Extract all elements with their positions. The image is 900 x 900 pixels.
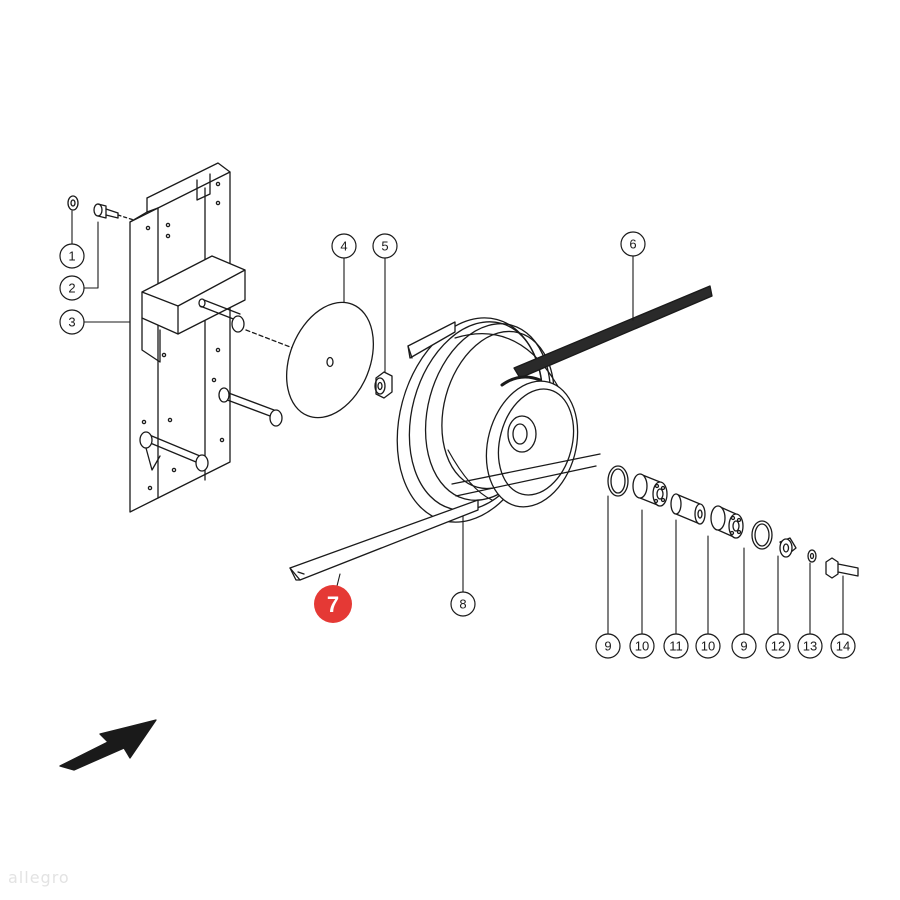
callout-4: 4	[331, 233, 357, 259]
callout-8: 8	[450, 591, 476, 617]
svg-text:9: 9	[740, 639, 747, 654]
svg-text:6: 6	[629, 237, 636, 252]
small-washer-part	[807, 549, 817, 563]
svg-text:9: 9	[604, 639, 611, 654]
callout-9a: 9	[595, 633, 621, 659]
circlip-part-a	[607, 465, 629, 497]
watermark: allegro	[8, 868, 70, 887]
callout-9b: 9	[731, 633, 757, 659]
pulley-part	[396, 317, 579, 523]
collar-part	[779, 537, 797, 558]
disc-part	[285, 301, 375, 419]
callout-14: 14	[830, 633, 856, 659]
svg-text:14: 14	[836, 639, 850, 654]
arrow-icon	[59, 719, 157, 771]
svg-text:2: 2	[68, 281, 75, 296]
svg-text:4: 4	[340, 239, 347, 254]
callout-3: 3	[59, 309, 85, 335]
v-belt-upper-part	[407, 285, 713, 497]
callout-10a: 10	[629, 633, 655, 659]
bolt-part	[93, 203, 141, 223]
svg-text:7: 7	[327, 592, 339, 617]
svg-text:1: 1	[68, 249, 75, 264]
mounting-bracket-part	[129, 162, 299, 513]
svg-text:5: 5	[381, 239, 388, 254]
callout-7-highlighted: 7	[314, 585, 352, 623]
bushing-part	[374, 371, 393, 399]
end-bolt-part	[825, 557, 859, 579]
svg-text:8: 8	[459, 597, 466, 612]
bearing-part-b	[710, 505, 744, 539]
svg-text:10: 10	[701, 639, 715, 654]
svg-text:12: 12	[771, 639, 785, 654]
svg-text:3: 3	[68, 315, 75, 330]
svg-text:10: 10	[635, 639, 649, 654]
callout-2: 2	[59, 275, 85, 301]
spacer-tube-part	[670, 493, 706, 525]
callout-12: 12	[765, 633, 791, 659]
callout-10b: 10	[695, 633, 721, 659]
callout-11: 11	[663, 633, 689, 659]
callout-13: 13	[797, 633, 823, 659]
svg-text:11: 11	[669, 639, 683, 654]
bearing-part-a	[632, 473, 668, 507]
callout-5: 5	[372, 233, 398, 259]
v-belt-lower-part	[289, 499, 479, 581]
leader-lines	[71, 210, 844, 635]
callout-labels: 1 2 3 4 5 6 7 8	[59, 231, 856, 659]
circlip-part-b	[751, 520, 773, 550]
callout-6: 6	[620, 231, 646, 257]
washer-part	[67, 195, 79, 211]
svg-text:13: 13	[803, 639, 817, 654]
callout-1: 1	[59, 243, 85, 269]
